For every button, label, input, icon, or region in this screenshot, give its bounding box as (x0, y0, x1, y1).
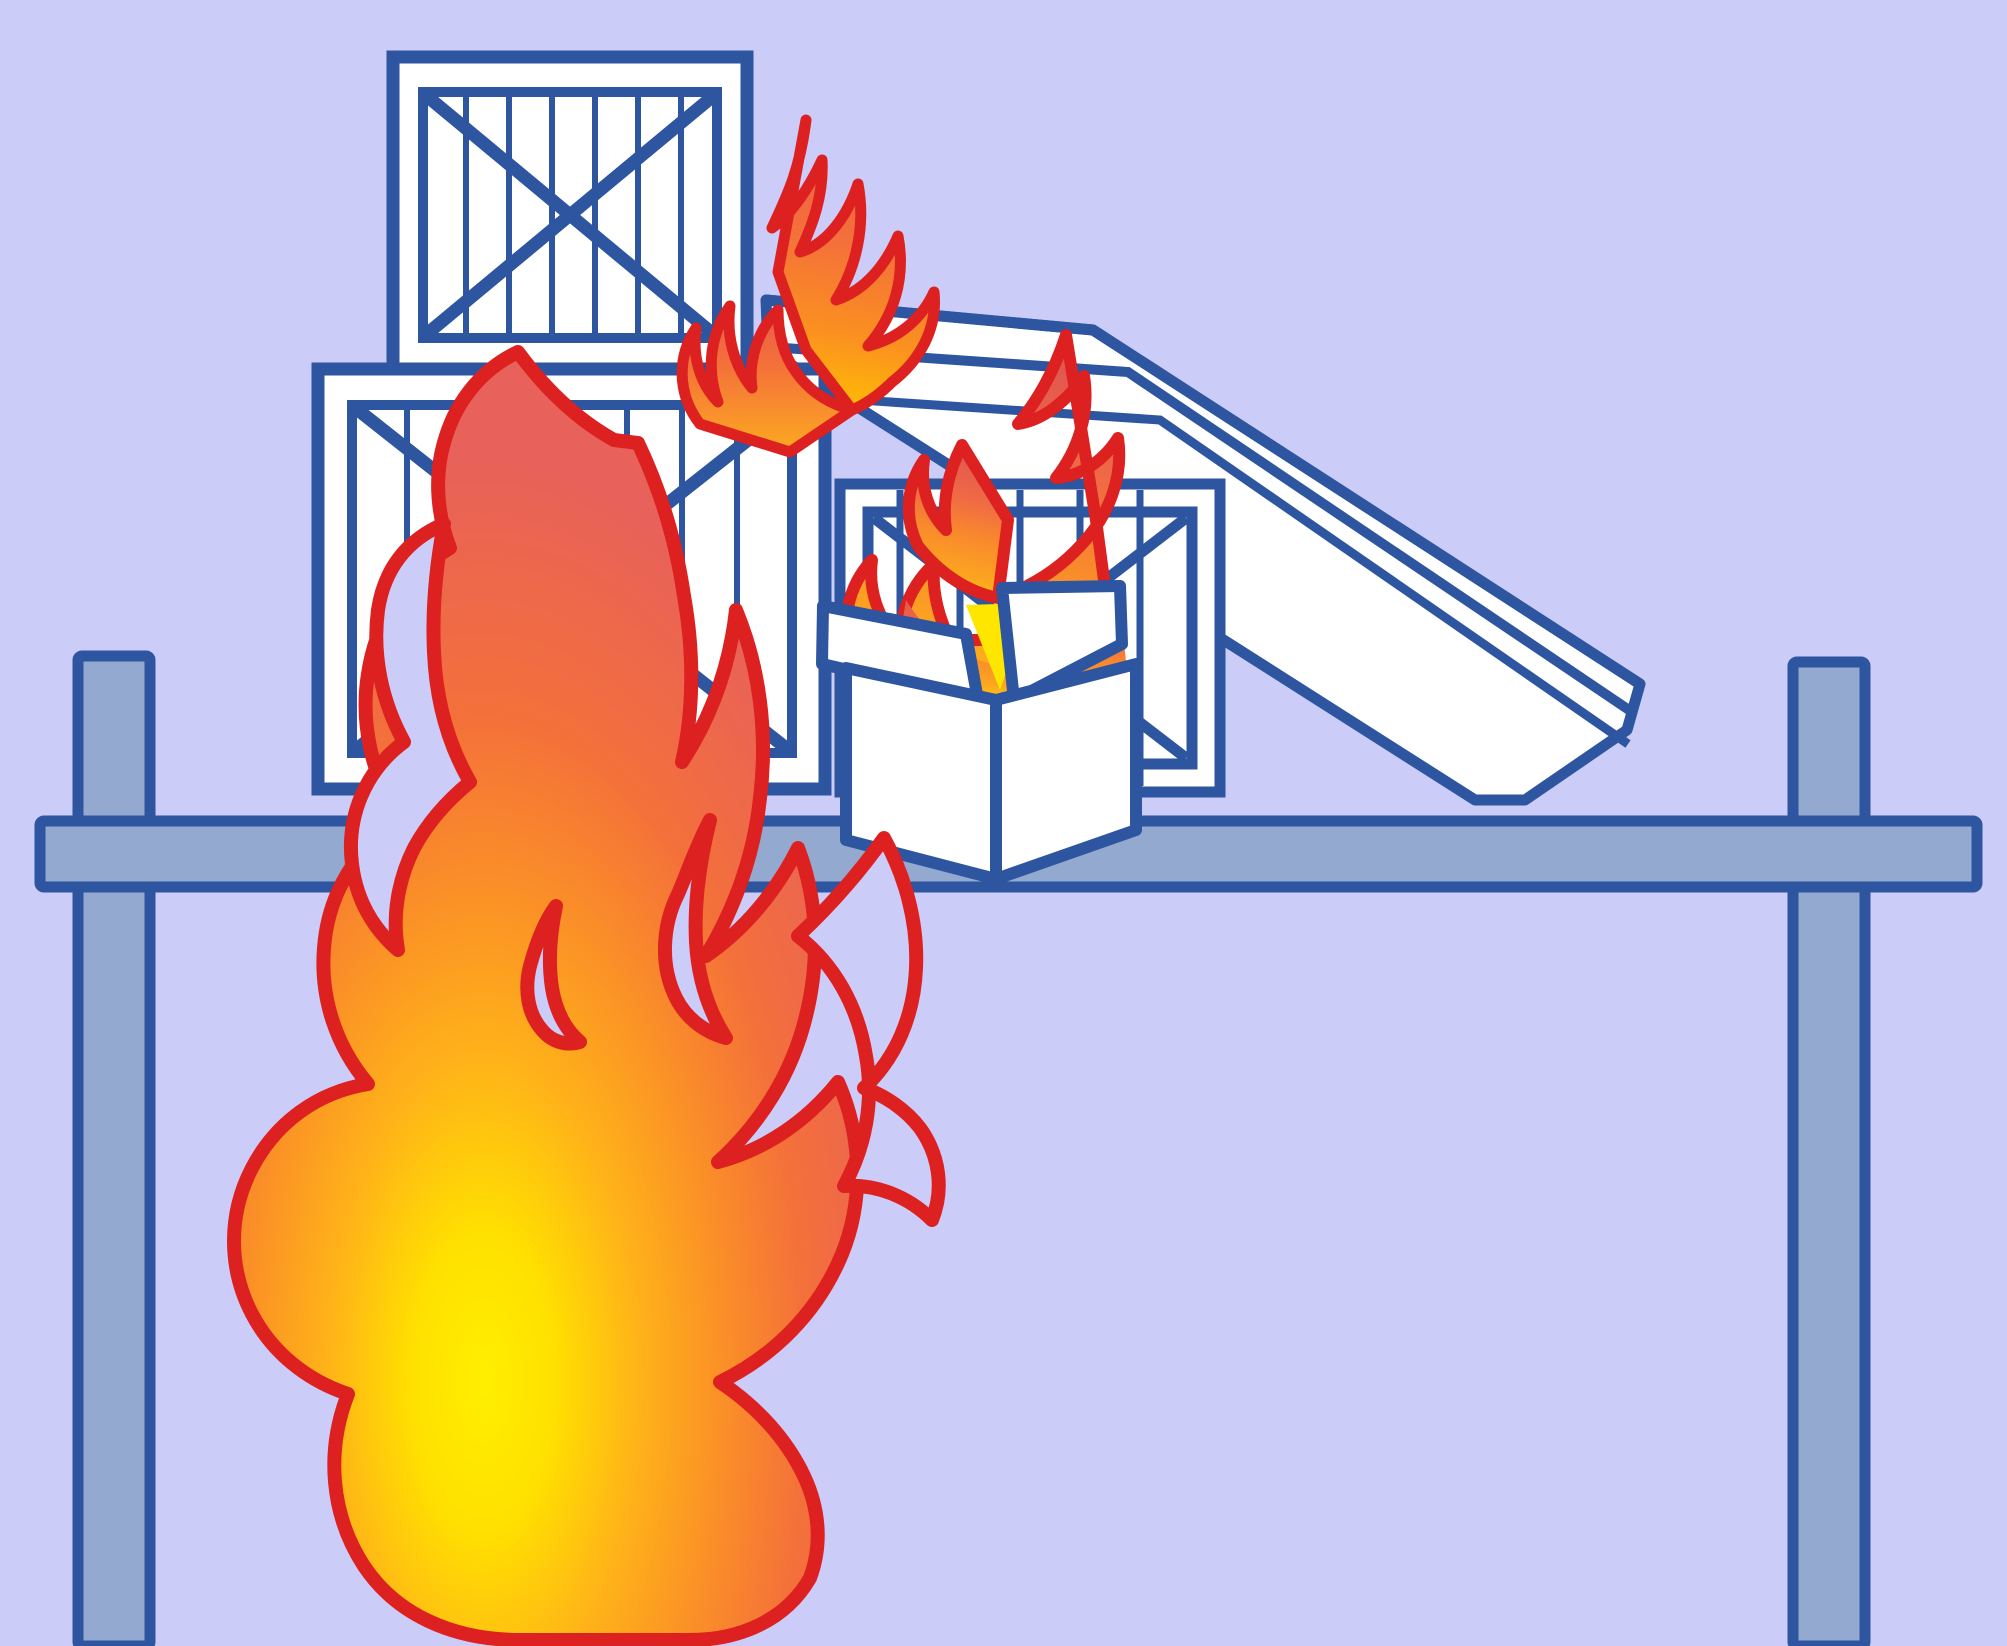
crate-top (386, 50, 754, 376)
rack-right-post (1787, 656, 1871, 1646)
flame-top (676, 114, 941, 458)
open-cardboard-box (816, 580, 1142, 885)
box-flap-right (996, 580, 1128, 706)
flame-main (227, 345, 946, 1646)
rack-left-post (72, 650, 156, 1646)
